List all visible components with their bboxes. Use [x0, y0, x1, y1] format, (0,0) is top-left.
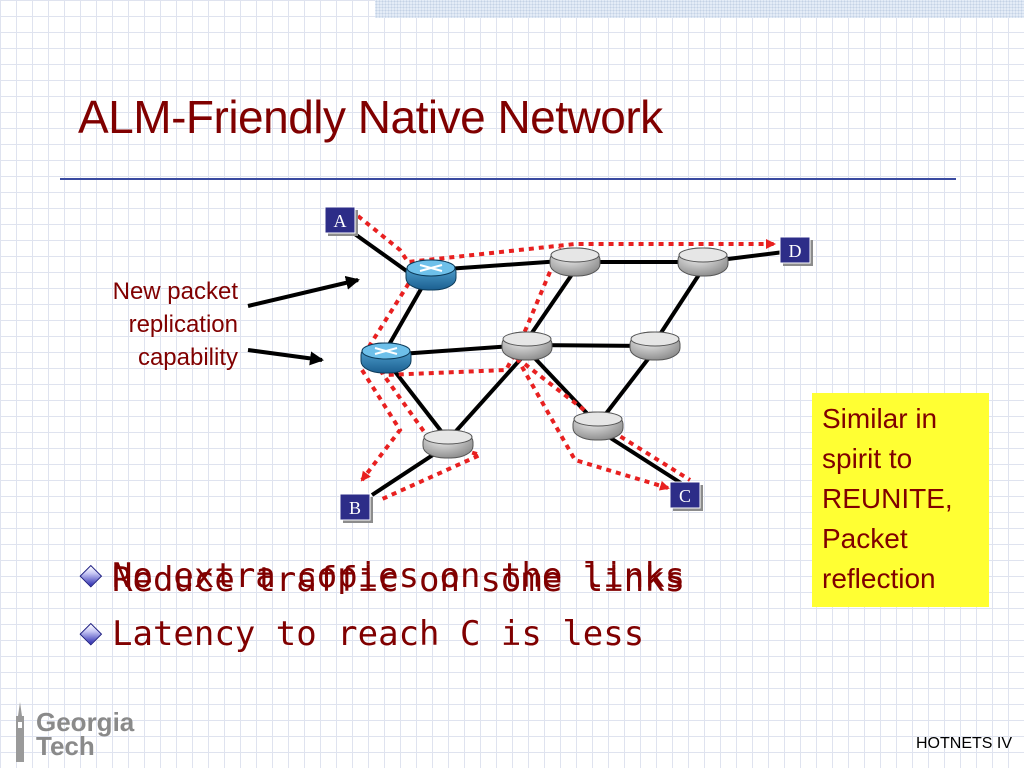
- host-label-c: C: [679, 486, 691, 506]
- host-B: B: [339, 493, 373, 523]
- host-label-d: D: [789, 241, 802, 261]
- callout-line: replication: [128, 311, 238, 338]
- logo-line: Georgia: [36, 707, 135, 737]
- bullet-item: Latency to reach C is less: [72, 614, 644, 654]
- router-R1: [405, 259, 457, 291]
- side-note-line: reflection: [822, 563, 936, 594]
- side-note-line: Packet: [822, 523, 908, 554]
- logo-wordmark: Georgia Tech: [36, 707, 135, 761]
- footer-label: HOTNETS IV: [915, 735, 1012, 752]
- bullet-item: No extra copies on the links: [72, 556, 685, 596]
- callout-line: New packet: [112, 278, 238, 305]
- logo-line: Tech: [36, 731, 95, 761]
- slide-title: ALM-Friendly Native Network: [78, 91, 663, 143]
- router-R8: [422, 429, 474, 459]
- tower-icon: [16, 702, 24, 762]
- replication-callout: New packet replication capability: [60, 275, 238, 374]
- title-divider: [60, 178, 956, 180]
- router-R6: [629, 331, 681, 361]
- router-R5: [501, 331, 553, 361]
- side-note-box: Similar in spirit to REUNITE, Packet ref…: [812, 393, 989, 607]
- diamond-bullet-icon: [79, 622, 103, 646]
- router-R7: [572, 411, 624, 441]
- host-D: D: [779, 236, 813, 266]
- host-label-b: B: [349, 498, 361, 518]
- bullet-text: Reduce traffic on some links: [112, 560, 686, 600]
- router-R2: [360, 342, 412, 374]
- black-callout-arrows: [247, 275, 360, 366]
- side-note-line: REUNITE,: [822, 483, 953, 514]
- bullet-text: No extra copies on the links: [112, 556, 686, 596]
- bullet-item-overlay: Reduce traffic on some links: [112, 560, 685, 600]
- georgia-tech-logo: Georgia Tech: [10, 700, 160, 766]
- host-label-a: A: [334, 211, 347, 231]
- side-note-line: spirit to: [822, 443, 913, 474]
- side-note-line: Similar in: [822, 403, 938, 434]
- callout-line: capability: [137, 344, 238, 371]
- router-R4: [677, 247, 729, 277]
- top-decorative-band: [375, 0, 1024, 18]
- host-A: A: [324, 206, 358, 236]
- bullet-text: Latency to reach C is less: [112, 614, 645, 654]
- router-R3: [549, 247, 601, 277]
- host-C: C: [669, 481, 703, 511]
- diamond-bullet-icon: [79, 564, 103, 588]
